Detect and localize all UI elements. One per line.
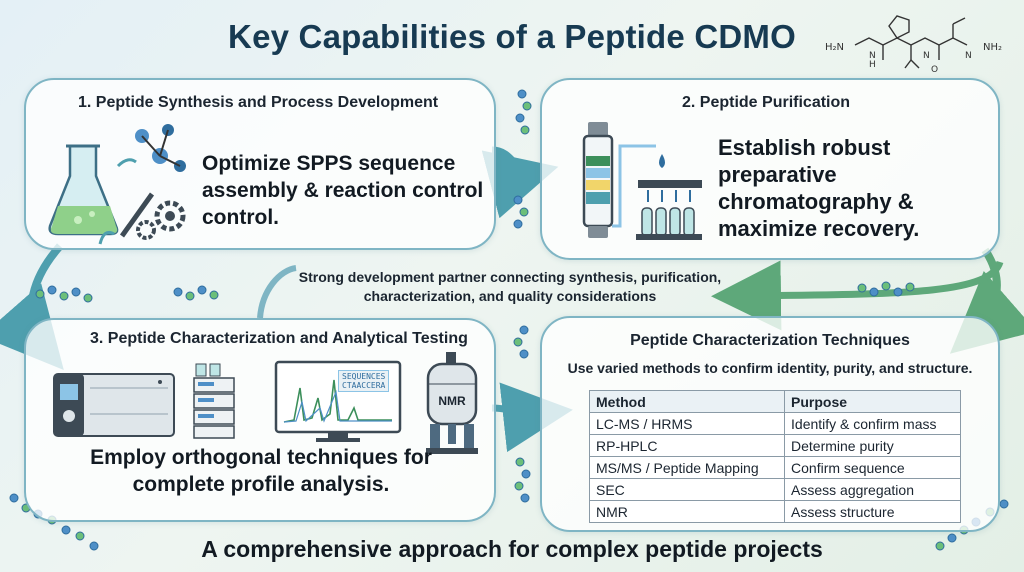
methods-table: Method Purpose LC-MS / HRMS Identify & c…	[588, 390, 961, 523]
method-cell: NMR	[588, 500, 786, 523]
nmr-magnet-icon	[426, 352, 478, 454]
molecule-label: N	[965, 51, 972, 61]
chromatography-column-icon	[582, 122, 702, 240]
method-cell: LC-MS / HRMS	[588, 412, 786, 435]
footer-tagline: A comprehensive approach for complex pep…	[201, 536, 823, 562]
mass-spectrometer-icon	[53, 373, 175, 437]
purpose-cell: Identify & confirm mass	[784, 412, 961, 435]
nmr-label: NMR	[438, 394, 466, 408]
peptide-molecule-structure: H₂N N H N O N NH₂	[825, 15, 1002, 75]
column-header-purpose: Purpose	[784, 390, 961, 413]
table-row: NMR Assess structure	[588, 500, 961, 523]
panel-characterization: 3. Peptide Characterization and Analytic…	[24, 318, 496, 522]
panel-synthesis: 1. Peptide Synthesis and Process Develop…	[24, 78, 496, 250]
arrow-to-connector	[711, 260, 1004, 331]
panel-characterization-body: Employ orthogonal techniques for complet…	[90, 446, 432, 496]
method-cell: RP-HPLC	[588, 434, 786, 457]
purpose-cell: Determine purity	[784, 434, 961, 457]
table-row: MS/MS / Peptide Mapping Confirm sequence	[588, 456, 961, 479]
molecule-label: H	[869, 60, 876, 70]
panel-techniques-subtitle: Use varied methods to confirm identity, …	[567, 360, 973, 376]
table-row: RP-HPLC Determine purity	[588, 434, 961, 457]
synthesis-illustration-icon	[48, 124, 186, 245]
arrow-synthesis-to-purification	[481, 146, 559, 219]
panel-purification-body: Establish robust preparative chromatogra…	[718, 135, 920, 241]
screen-text-line: SEQUENCES	[342, 372, 386, 381]
purpose-cell: Assess aggregation	[784, 478, 961, 501]
panel-purification-title: 2. Peptide Purification	[682, 94, 851, 111]
molecule-label: O	[931, 65, 938, 75]
panel-techniques-title: Peptide Characterization Techniques	[630, 332, 910, 349]
panel-synthesis-title: 1. Peptide Synthesis and Process Develop…	[78, 94, 439, 111]
molecule-label: N	[923, 51, 930, 61]
panel-purification: 2. Peptide Purification Establish robust…	[540, 78, 1000, 260]
page-title: Key Capabilities of a Peptide CDMO	[228, 18, 796, 55]
screen-text-line: CTAACCERA	[342, 381, 386, 390]
method-cell: MS/MS / Peptide Mapping	[588, 456, 786, 479]
panel-techniques: Peptide Characterization Techniques Use …	[540, 316, 1000, 532]
panel-characterization-title: 3. Peptide Characterization and Analytic…	[90, 330, 468, 347]
table-header-row: Method Purpose	[588, 390, 961, 413]
table-row: LC-MS / HRMS Identify & confirm mass	[588, 412, 961, 435]
connector-text: Strong development partner connecting sy…	[298, 269, 722, 304]
table-row: SEC Assess aggregation	[588, 478, 961, 501]
arrow-up-from-characterization	[257, 265, 297, 319]
purpose-cell: Assess structure	[784, 500, 961, 523]
molecule-label: H₂N	[825, 42, 844, 53]
hplc-system-icon	[193, 363, 235, 439]
molecule-label: NH₂	[983, 42, 1002, 53]
column-header-method: Method	[588, 390, 786, 413]
panel-synthesis-body: Optimize SPPS sequence assembly & reacti…	[202, 152, 484, 229]
purpose-cell: Confirm sequence	[784, 456, 961, 479]
method-cell: SEC	[588, 478, 786, 501]
molecule-label: N	[869, 51, 876, 61]
